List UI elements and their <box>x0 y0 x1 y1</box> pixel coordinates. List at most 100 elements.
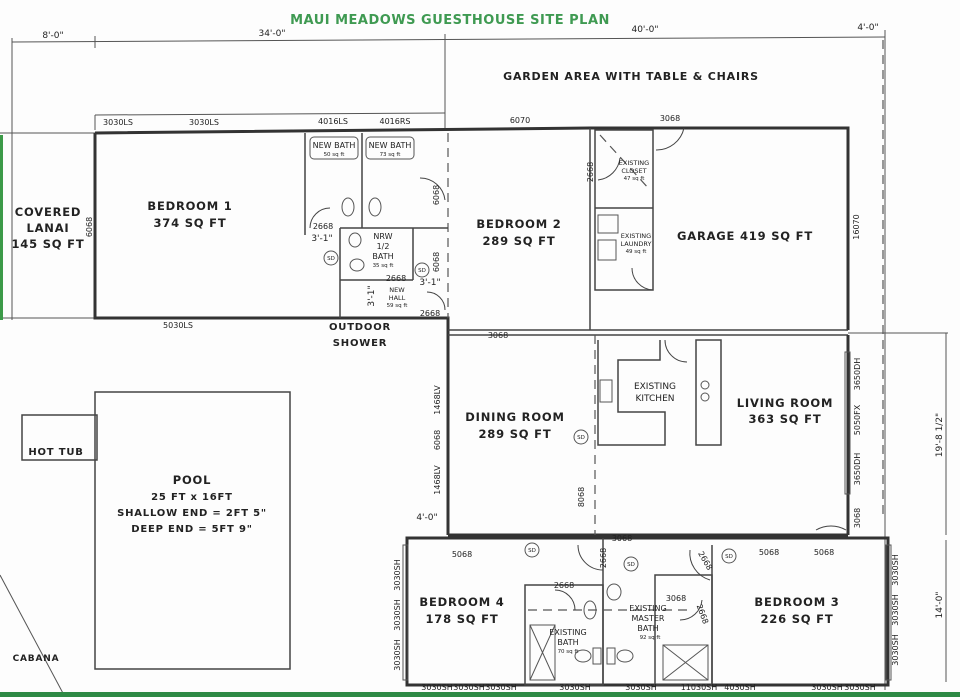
laundry-label: EXISTING <box>621 232 651 240</box>
master-bath-label: EXISTING <box>629 604 666 613</box>
dim-40ft: 40'-0" <box>631 25 658 35</box>
bedroom1-area: 374 SQ FT <box>154 216 227 230</box>
hot-tub-label: HOT TUB <box>28 447 83 458</box>
window-label: 5030LS <box>163 321 193 330</box>
master-bath-area: 92 sq ft <box>640 635 662 641</box>
door-label: 3068 <box>612 534 632 543</box>
kitchen-counters <box>597 339 722 446</box>
lanai-label: LANAI <box>26 221 69 235</box>
svg-text:SD: SD <box>725 554 733 560</box>
bedroom3-label: BEDROOM 3 <box>754 595 839 609</box>
door-label: 2668 <box>695 603 710 625</box>
window-label: 3030LS <box>103 118 133 127</box>
half-bath-area: 35 sq ft <box>373 263 395 269</box>
master-bath-label: BATH <box>637 624 658 633</box>
window-label: 5068 <box>452 550 472 559</box>
svg-text:SD: SD <box>528 548 536 554</box>
window-label: 3030SH <box>393 599 402 630</box>
window-label: 3030SH <box>891 554 900 585</box>
door-label: 3068 <box>853 508 862 528</box>
dining-label: DINING ROOM <box>465 410 564 424</box>
door-label: 3068 <box>666 594 686 603</box>
smoke-detector-icon: SD <box>524 542 540 558</box>
door-label: 8068 <box>577 487 586 507</box>
pool-deep-end: DEEP END = 5FT 9" <box>131 524 252 535</box>
bedroom4-label: BEDROOM 4 <box>419 595 504 609</box>
laundry-area: 49 sq ft <box>626 249 648 255</box>
new-bath-1-label: NEW BATH <box>313 141 356 150</box>
bath-cluster <box>304 133 448 318</box>
door-label: 16070 <box>852 214 861 239</box>
closet-label: EXISTING <box>619 159 649 167</box>
smoke-detector-icon: SD <box>623 556 639 572</box>
svg-text:SD: SD <box>627 562 635 568</box>
pool-shallow-end: SHALLOW END = 2FT 5" <box>117 508 267 519</box>
window-label: 4016RS <box>380 117 411 126</box>
window-label: 3030SH <box>844 683 875 692</box>
dim-14ft: 14'-0" <box>935 591 945 618</box>
window-label: 3030SH <box>811 683 842 692</box>
half-bath-label: NRW <box>373 232 392 241</box>
kitchen-label: KITCHEN <box>636 394 675 404</box>
svg-text:SD: SD <box>327 256 335 262</box>
window-label: 3030SH <box>393 639 402 670</box>
window-label: 3030SH <box>393 559 402 590</box>
door-label: 3'-1" <box>311 234 332 244</box>
dim-4ft-pool: 4'-0" <box>416 513 437 523</box>
covered-lanai <box>0 132 95 320</box>
door-label: 6068 <box>433 430 442 450</box>
new-bath-2-label: NEW BATH <box>369 141 412 150</box>
living-windows <box>815 351 851 531</box>
window-label: 1468LV <box>433 385 442 415</box>
bedroom2-label: BEDROOM 2 <box>476 217 561 231</box>
door-label: 3068 <box>488 331 508 340</box>
bottom-wing-walls <box>402 536 892 687</box>
window-label: 3030SH <box>453 683 484 692</box>
dim-34ft: 34'-0" <box>258 29 285 39</box>
laundry-label: LAUNDRY <box>621 240 652 248</box>
bedroom3-area: 226 SQ FT <box>761 612 834 626</box>
existing-bath-label: BATH <box>557 638 578 647</box>
existing-bath-label: EXISTING <box>549 628 586 637</box>
door-label: 2668 <box>420 309 440 318</box>
right-dimension-lines <box>848 40 948 682</box>
closet-label: CLOSET <box>621 167 646 175</box>
window-label: 4030SH <box>724 683 755 692</box>
window-label: 3650DH <box>853 453 862 486</box>
door-label: 2668 <box>313 222 333 231</box>
new-hall-label: NEW <box>389 286 405 294</box>
kitchen-label: EXISTING <box>634 382 676 392</box>
door-label: 2668 <box>586 162 595 182</box>
bedroom4-area: 178 SQ FT <box>426 612 499 626</box>
svg-text:SD: SD <box>577 435 585 441</box>
window-label: 5068 <box>814 548 834 557</box>
window-label: 3030LS <box>189 118 219 127</box>
window-label: 4016LS <box>318 117 348 126</box>
door-label: 6068 <box>432 252 441 272</box>
window-label: 11030SH <box>681 683 718 692</box>
garden-label: GARDEN AREA WITH TABLE & CHAIRS <box>503 70 759 83</box>
new-hall-label: HALL <box>389 294 406 302</box>
bedroom2-area: 289 SQ FT <box>483 234 556 248</box>
door-label: 6068 <box>85 217 94 237</box>
window-label: 3650DH <box>853 358 862 391</box>
outdoor-shower-label: OUTDOOR <box>329 322 391 333</box>
cabana-label: CABANA <box>13 654 60 664</box>
window-label: 1468LV <box>433 465 442 495</box>
window-label: 5050FX <box>853 404 862 435</box>
smoke-detector-icon: SD <box>323 250 339 266</box>
cabana-edge <box>0 574 66 697</box>
living-area: 363 SQ FT <box>749 412 822 426</box>
closet-area: 47 sq ft <box>624 176 646 182</box>
garage-label: GARAGE 419 SQ FT <box>677 229 813 243</box>
dining-area: 289 SQ FT <box>479 427 552 441</box>
lanai-label: COVERED <box>15 205 82 219</box>
pool-label: POOL <box>173 473 212 487</box>
door-label: 2668 <box>386 274 406 283</box>
new-bath-2-area: 73 sq ft <box>380 152 402 158</box>
bedroom1-label: BEDROOM 1 <box>147 199 232 213</box>
closet-laundry <box>594 127 685 291</box>
door-label: 2668 <box>599 548 608 568</box>
dim-8ft: 8'-0" <box>42 31 63 41</box>
